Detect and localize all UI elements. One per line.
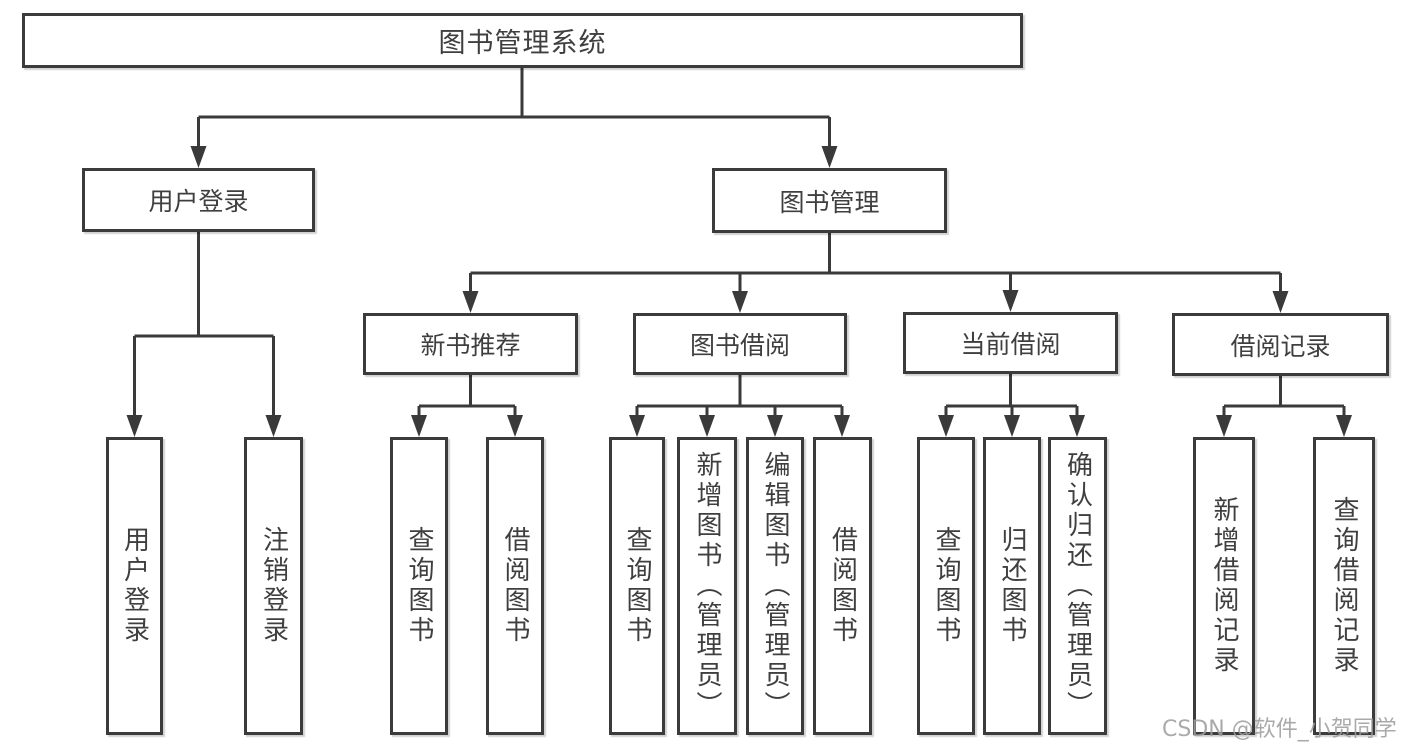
connector-currentborrow-to-leaves — [944, 374, 1079, 417]
node-borrowing-records: 借阅记录 — [1172, 313, 1389, 376]
arrow-icon — [1336, 415, 1352, 437]
connector-userlogin-to-leaves — [133, 232, 275, 417]
leaf-current-query-books: 查询图书 — [917, 437, 975, 735]
leaf-edit-books-admin: 编辑图书（管理员） — [746, 437, 804, 735]
arrow-icon — [1272, 291, 1289, 313]
connector-root-to-level2 — [197, 68, 831, 148]
leaf-borrowing-query-books: 查询图书 — [609, 437, 665, 735]
arrow-icon — [938, 415, 954, 437]
leaf-newbook-borrow-books: 借阅图书 — [486, 437, 544, 735]
leaf-add-borrow-record: 新增借阅记录 — [1193, 437, 1255, 735]
node-root-system: 图书管理系统 — [22, 13, 1023, 68]
arrow-icon — [462, 291, 479, 313]
arrow-icon — [1002, 290, 1019, 312]
arrow-icon — [265, 415, 282, 437]
arrow-icon — [732, 291, 748, 313]
arrow-icon — [821, 146, 838, 168]
arrow-icon — [1216, 415, 1232, 437]
leaf-newbook-query-books: 查询图书 — [390, 437, 448, 735]
connector-bookmgmt-to-level3 — [469, 233, 1282, 293]
arrow-icon — [1004, 415, 1020, 437]
leaf-return-books: 归还图书 — [983, 437, 1041, 735]
arrow-icon — [507, 415, 523, 437]
connector-bookborrow-to-leaves — [635, 375, 844, 417]
leaf-logout: 注销登录 — [244, 437, 303, 735]
arrow-icon — [767, 415, 783, 437]
connector-records-to-leaves — [1222, 376, 1346, 417]
connector-newbook-to-leaves — [417, 375, 517, 417]
arrow-icon — [629, 415, 645, 437]
leaf-add-books-admin: 新增图书（管理员） — [677, 437, 737, 735]
leaf-query-borrow-record: 查询借阅记录 — [1313, 437, 1375, 735]
leaf-borrowing-borrow-books: 借阅图书 — [813, 437, 872, 735]
arrow-icon — [190, 146, 207, 168]
arrow-icon — [834, 415, 850, 437]
node-user-login: 用户登录 — [82, 168, 315, 232]
node-book-management: 图书管理 — [712, 168, 947, 233]
arrow-icon — [1069, 415, 1085, 437]
leaf-confirm-return-admin: 确认归还（管理员） — [1048, 437, 1107, 735]
node-book-borrowing: 图书借阅 — [633, 313, 847, 375]
arrow-icon — [411, 415, 427, 437]
leaf-user-login: 用户登录 — [106, 437, 163, 735]
csdn-watermark: CSDN @软件_小贺同学 — [1162, 717, 1397, 742]
arrow-icon — [126, 415, 143, 437]
node-current-borrowing: 当前借阅 — [903, 312, 1118, 374]
arrow-icon — [699, 415, 715, 437]
node-new-book-recommend: 新书推荐 — [363, 313, 578, 375]
